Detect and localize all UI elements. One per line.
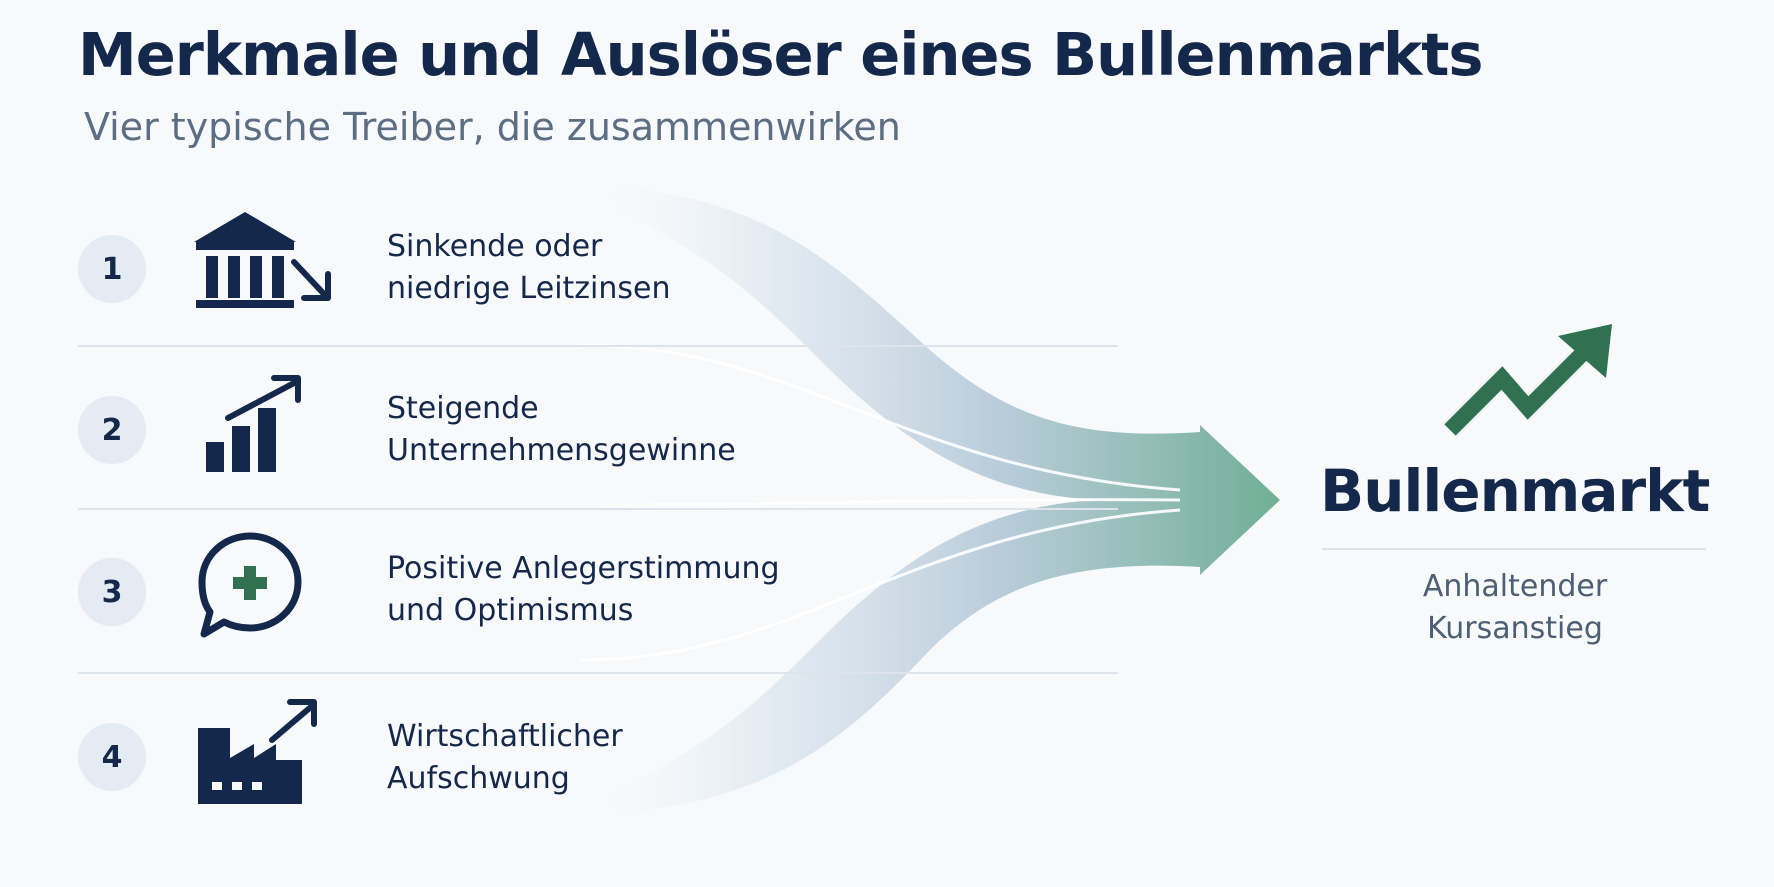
divider-3 bbox=[78, 672, 1118, 674]
page-subtitle: Vier typische Treiber, die zusammenwirke… bbox=[84, 105, 901, 149]
speech-bubble-plus-icon bbox=[198, 532, 302, 638]
driver-label-2: Steigende Unternehmensgewinne bbox=[387, 391, 736, 468]
driver-number-4: 4 bbox=[78, 723, 146, 791]
driver-number-1: 1 bbox=[78, 235, 146, 303]
driver-label-4: Wirtschaftlicher Aufschwung bbox=[387, 719, 623, 796]
driver-number-3: 3 bbox=[78, 558, 146, 626]
result-divider bbox=[1322, 548, 1706, 550]
driver-label-1: Sinkende oder niedrige Leitzinsen bbox=[387, 229, 671, 306]
driver-label-3: Positive Anlegerstimmung und Optimismus bbox=[387, 551, 780, 628]
page-title: Merkmale und Auslöser eines Bullenmarkts bbox=[78, 20, 1484, 89]
factory-growth-icon bbox=[198, 699, 317, 804]
divider-1 bbox=[78, 345, 1118, 347]
trend-up-arrow-icon bbox=[1444, 324, 1612, 436]
divider-2 bbox=[78, 508, 1118, 510]
bar-chart-up-icon bbox=[206, 375, 301, 472]
result-caption: Anhaltender Kursanstieg bbox=[1422, 569, 1608, 646]
driver-number-2: 2 bbox=[78, 396, 146, 464]
bank-rate-down-icon bbox=[194, 212, 331, 308]
result-title: Bullenmarkt bbox=[1320, 457, 1710, 525]
